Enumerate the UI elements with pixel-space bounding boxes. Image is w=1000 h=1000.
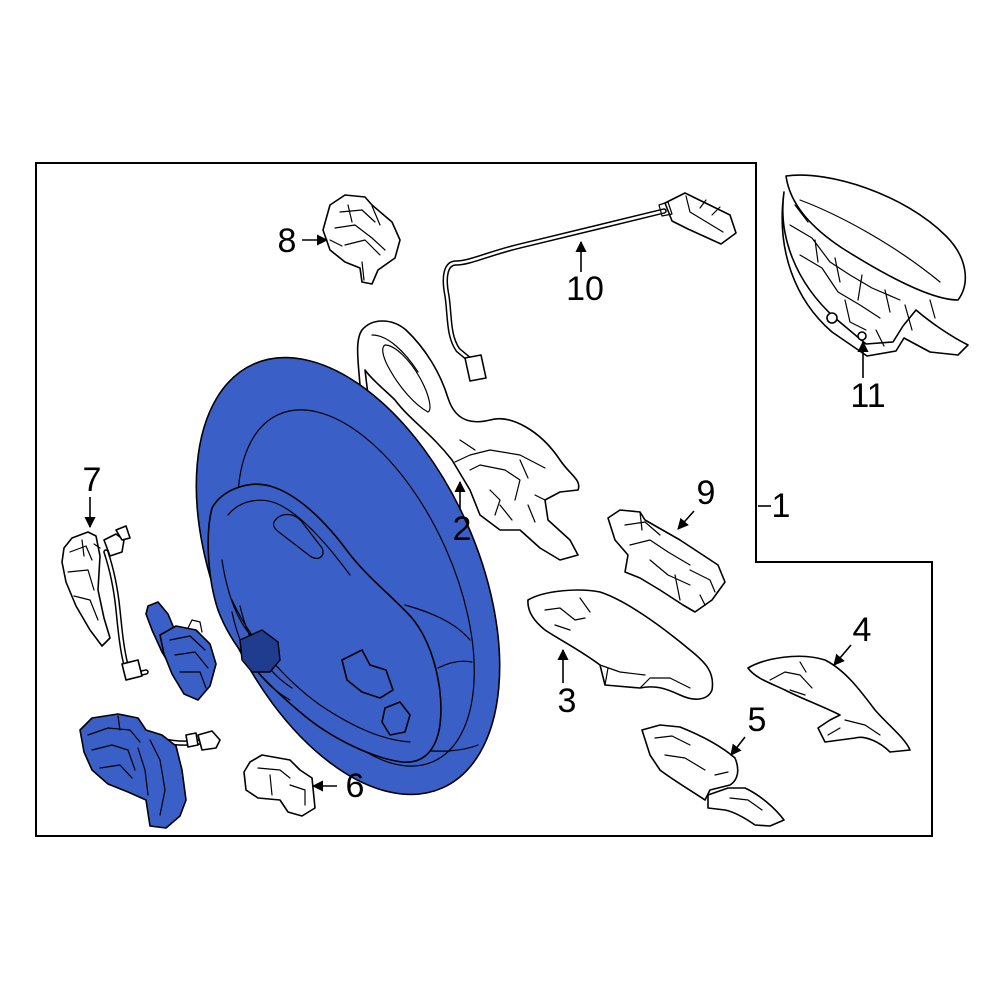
side-module-7-end-connector (121, 659, 143, 681)
callout-5-arrow (730, 736, 746, 756)
side-module-7-detail (67, 539, 101, 621)
clock-spring-detail (371, 334, 546, 523)
airbag-cover-edge (799, 199, 941, 283)
callout-8-label: 8 (278, 222, 297, 260)
side-module-7 (61, 525, 149, 681)
steering-wheel-horn-button (239, 629, 281, 673)
left-paddle-assembly (145, 601, 217, 701)
clock-spring-body (354, 320, 580, 561)
harness-connector-detail (658, 195, 724, 233)
callout-9-arrow (677, 510, 695, 530)
side-module-7-plate (61, 531, 111, 647)
switch-8-detail (329, 204, 386, 281)
steering-wheel-slot (272, 513, 324, 560)
left-switch-housing-detail (169, 619, 209, 689)
side-module-7-connector (103, 533, 125, 557)
lower-switch-assembly (79, 713, 221, 829)
callout-7-label: 7 (83, 461, 102, 499)
harness-wire-core (444, 209, 666, 362)
switch-9-body (607, 509, 726, 613)
callout-2-label: 2 (453, 510, 472, 548)
airbag-bolt (826, 312, 838, 324)
callout-4-label: 4 (853, 611, 872, 649)
lower-switch-connector (185, 732, 199, 748)
lower-switch-body (79, 713, 187, 829)
lower-switch-connector (197, 730, 221, 751)
clock-spring-assembly (354, 320, 580, 561)
callout-11-label: 11 (850, 377, 885, 415)
left-switch-housing (159, 625, 217, 701)
switch-9-detail (624, 511, 716, 606)
side-module-7-connector (115, 525, 131, 541)
bracket-6-detail (257, 767, 306, 806)
control-switch-8 (322, 194, 401, 285)
callout-5-label: 5 (748, 701, 767, 739)
switch-8-body (322, 194, 401, 285)
wiring-harness (442, 192, 737, 382)
bracket-6 (243, 754, 316, 817)
callout-9-label: 9 (697, 474, 716, 512)
airbag-housing-detail (789, 204, 936, 347)
lower-switch-detail (87, 715, 166, 816)
callout-1-label: 1 (772, 487, 791, 525)
airbag-bolt (857, 331, 867, 341)
callout-10-label: 10 (566, 270, 604, 308)
trim-cover-4 (747, 655, 911, 753)
callout-3-label: 3 (558, 682, 577, 720)
steering-wheel-lower-detail (381, 701, 411, 736)
steering-wheel-control-button (341, 649, 394, 699)
harness-end-connector (464, 354, 487, 382)
trim-pieces-5 (641, 724, 785, 827)
trim-piece-5-lower (707, 787, 785, 827)
trim-cover-4-detail (769, 661, 881, 736)
steering-wheel (195, 356, 501, 796)
trim-piece-5-upper (641, 724, 739, 801)
callout-6-label: 6 (346, 767, 365, 805)
airbag-module (781, 174, 969, 357)
assembly-frame (35, 162, 933, 837)
column-cover-3-body (527, 589, 714, 700)
column-cover-3 (527, 589, 714, 700)
paddle-recess (382, 344, 431, 413)
bracket-6-body (243, 754, 316, 817)
control-switch-9 (607, 509, 726, 613)
trim-pieces-5-detail (654, 735, 763, 811)
column-cover-3-detail (544, 597, 691, 689)
callout-4-arrow (833, 644, 852, 666)
